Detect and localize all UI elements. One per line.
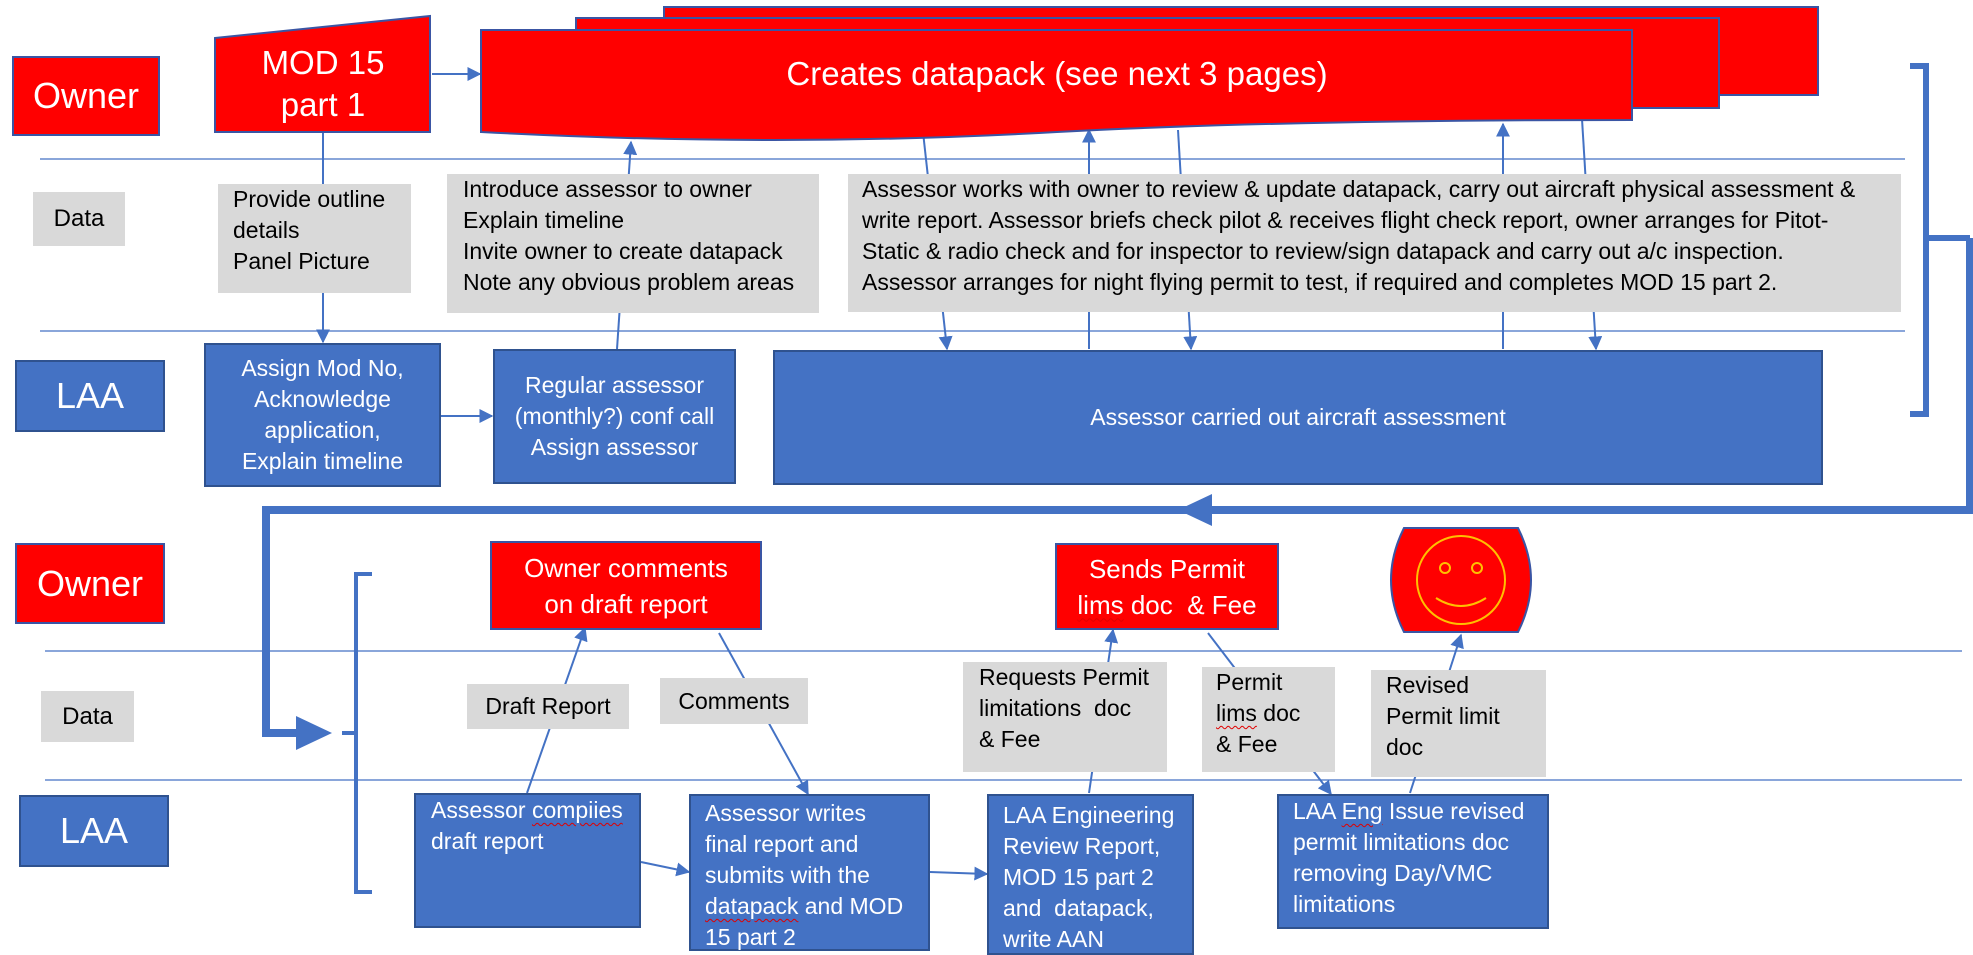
lane-label-laa-2: LAA <box>19 795 169 867</box>
top-section-brace <box>1910 63 1929 417</box>
note-assessor-works: Assessor works with owner to review & up… <box>848 174 1901 312</box>
eng-issue-box: LAA Eng Issue revised permit limitations… <box>1277 794 1549 929</box>
creates-datapack-label: Creates datapack (see next 3 pages) <box>786 55 1328 92</box>
note-requests-permit: Requests Permit limitations doc & Fee <box>963 662 1167 772</box>
mod15-part1-shape <box>214 14 431 133</box>
compiles-draft-box: Assessor compiies draft report <box>414 793 641 928</box>
arrow-final-to-eng <box>929 866 989 881</box>
mod15-part1-label: MOD 15 part 1 <box>261 44 385 123</box>
note-permit-lims: Permit lims doc & Fee <box>1202 667 1335 772</box>
lane-label-owner: Owner <box>12 56 160 136</box>
note-comments: Comments <box>660 678 808 724</box>
lane-label-data: Data <box>33 192 125 246</box>
lane-label-laa: LAA <box>15 360 165 432</box>
assign-mod-no-box: Assign Mod No, Acknowledge application, … <box>204 343 441 487</box>
return-connector <box>1205 238 1973 514</box>
note-introduce-assessor: Introduce assessor to owner Explain time… <box>447 174 819 313</box>
note-revised-permit: Revised Permit limit doc <box>1371 670 1546 777</box>
return-connector <box>262 506 1205 737</box>
lane-label-data-2: Data <box>41 691 134 742</box>
owner-comments-box: Owner comments on draft report <box>490 541 762 630</box>
bottom-section-brace <box>354 572 372 894</box>
lane-label-owner-2: Owner <box>15 543 165 624</box>
return-connector-head <box>296 716 332 750</box>
aircraft-assessment-box: Assessor carried out aircraft assessment <box>773 350 1823 485</box>
smiley-face-icon <box>1390 527 1532 633</box>
sends-permit-box: Sends Permit lims doc & Fee <box>1055 543 1279 630</box>
arrow-compile-to-final <box>640 861 691 877</box>
note-provide-outline: Provide outline details Panel Picture <box>218 184 411 293</box>
eng-review-box: LAA Engineering Review Report, MOD 15 pa… <box>987 794 1194 955</box>
writes-final-report-box: Assessor writes final report and submits… <box>689 794 930 951</box>
note-draft-report: Draft Report <box>467 684 629 729</box>
regular-assessor-box: Regular assessor (monthly?) conf call As… <box>493 349 736 484</box>
creates-datapack-shape <box>480 29 1633 141</box>
